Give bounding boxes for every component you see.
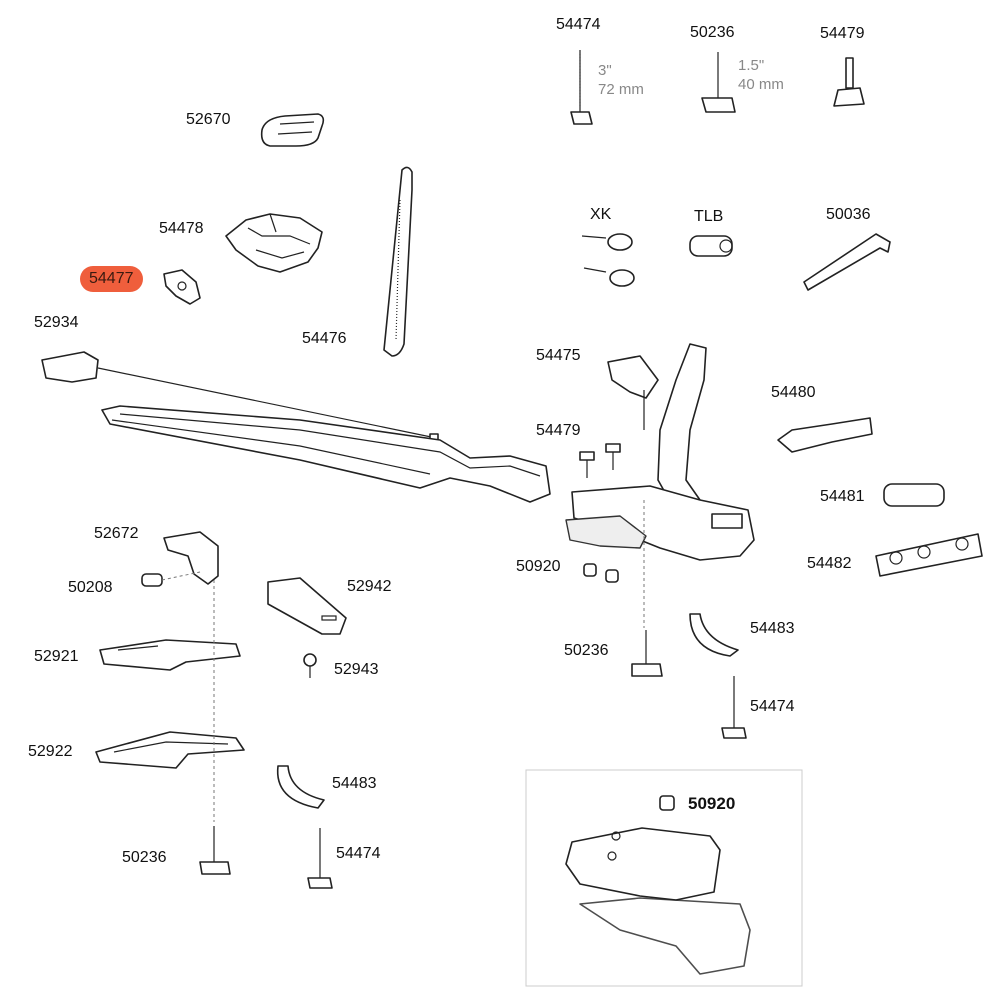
lock-tlb — [689, 235, 733, 257]
part-52942 — [267, 577, 347, 635]
inset-detail — [525, 769, 803, 987]
left-clamp-54483 — [276, 765, 325, 809]
label-54475: 54475 — [536, 347, 581, 364]
left-bolt-50236 — [199, 826, 231, 875]
spacers-50920 — [583, 563, 619, 583]
label-52942: 52942 — [347, 578, 392, 595]
label-50920: 50920 — [516, 558, 561, 575]
bolts-54479-mid — [579, 443, 621, 478]
label-52934: 52934 — [34, 314, 79, 331]
left-bolt-54474 — [307, 828, 333, 889]
plate-52922 — [95, 731, 245, 769]
part-54481 — [883, 483, 945, 507]
label-right-50236: 50236 — [564, 642, 609, 659]
keys-xk — [581, 233, 635, 287]
part-52943-screw — [303, 653, 317, 678]
label-54479-top: 54479 — [820, 25, 865, 42]
label-54482: 54482 — [807, 555, 852, 572]
label-52672: 52672 — [94, 525, 139, 542]
label-52943: 52943 — [334, 661, 379, 678]
label-54476: 54476 — [302, 330, 347, 347]
right-bolt-54474 — [721, 676, 747, 739]
right-clamp-54483 — [689, 613, 739, 657]
part-54477 — [163, 269, 201, 305]
bolt-54474-top — [570, 50, 593, 125]
label-xk: XK — [590, 206, 612, 223]
part-52670 — [260, 113, 325, 147]
label-50208: 50208 — [68, 579, 113, 596]
part-52934-cable — [41, 351, 439, 441]
label-54474-top: 54474 — [556, 16, 601, 33]
label-left-50236: 50236 — [122, 849, 167, 866]
bolt-50236-top — [701, 52, 736, 113]
right-bolt-50236 — [631, 630, 663, 677]
label-left-54474: 54474 — [336, 845, 381, 862]
label-54481: 54481 — [820, 488, 865, 505]
label-54479: 54479 — [536, 422, 581, 439]
label-54478: 54478 — [159, 220, 204, 237]
label-right-54483: 54483 — [750, 620, 795, 637]
bolt-54479-top — [833, 57, 865, 107]
part-52672 — [163, 531, 219, 585]
label-inset-50920: 50920 — [688, 794, 736, 813]
part-54480 — [777, 417, 873, 453]
part-50208 — [141, 571, 201, 587]
label-50236-top: 50236 — [690, 24, 735, 41]
hex-key-50036 — [803, 233, 891, 291]
dim-50236-mm: 40 mm — [738, 76, 784, 93]
label-right-54474: 54474 — [750, 698, 795, 715]
dim-50236-inch: 1.5" — [738, 57, 765, 74]
part-54476-strap — [383, 166, 413, 357]
plate-52921 — [99, 639, 241, 671]
part-54482 — [875, 533, 983, 577]
dim-54474-mm: 72 mm — [598, 81, 644, 98]
label-52922: 52922 — [28, 743, 73, 760]
part-54478 — [225, 213, 323, 273]
label-54480: 54480 — [771, 384, 816, 401]
main-rail — [101, 405, 551, 503]
frame-assembly — [565, 343, 755, 561]
label-52921: 52921 — [34, 648, 79, 665]
label-54477-highlighted: 54477 — [80, 266, 143, 292]
label-tlb: TLB — [694, 208, 724, 225]
dim-54474-inch: 3" — [598, 62, 612, 79]
label-52670: 52670 — [186, 111, 231, 128]
label-50036: 50036 — [826, 206, 871, 223]
label-left-54483: 54483 — [332, 775, 377, 792]
